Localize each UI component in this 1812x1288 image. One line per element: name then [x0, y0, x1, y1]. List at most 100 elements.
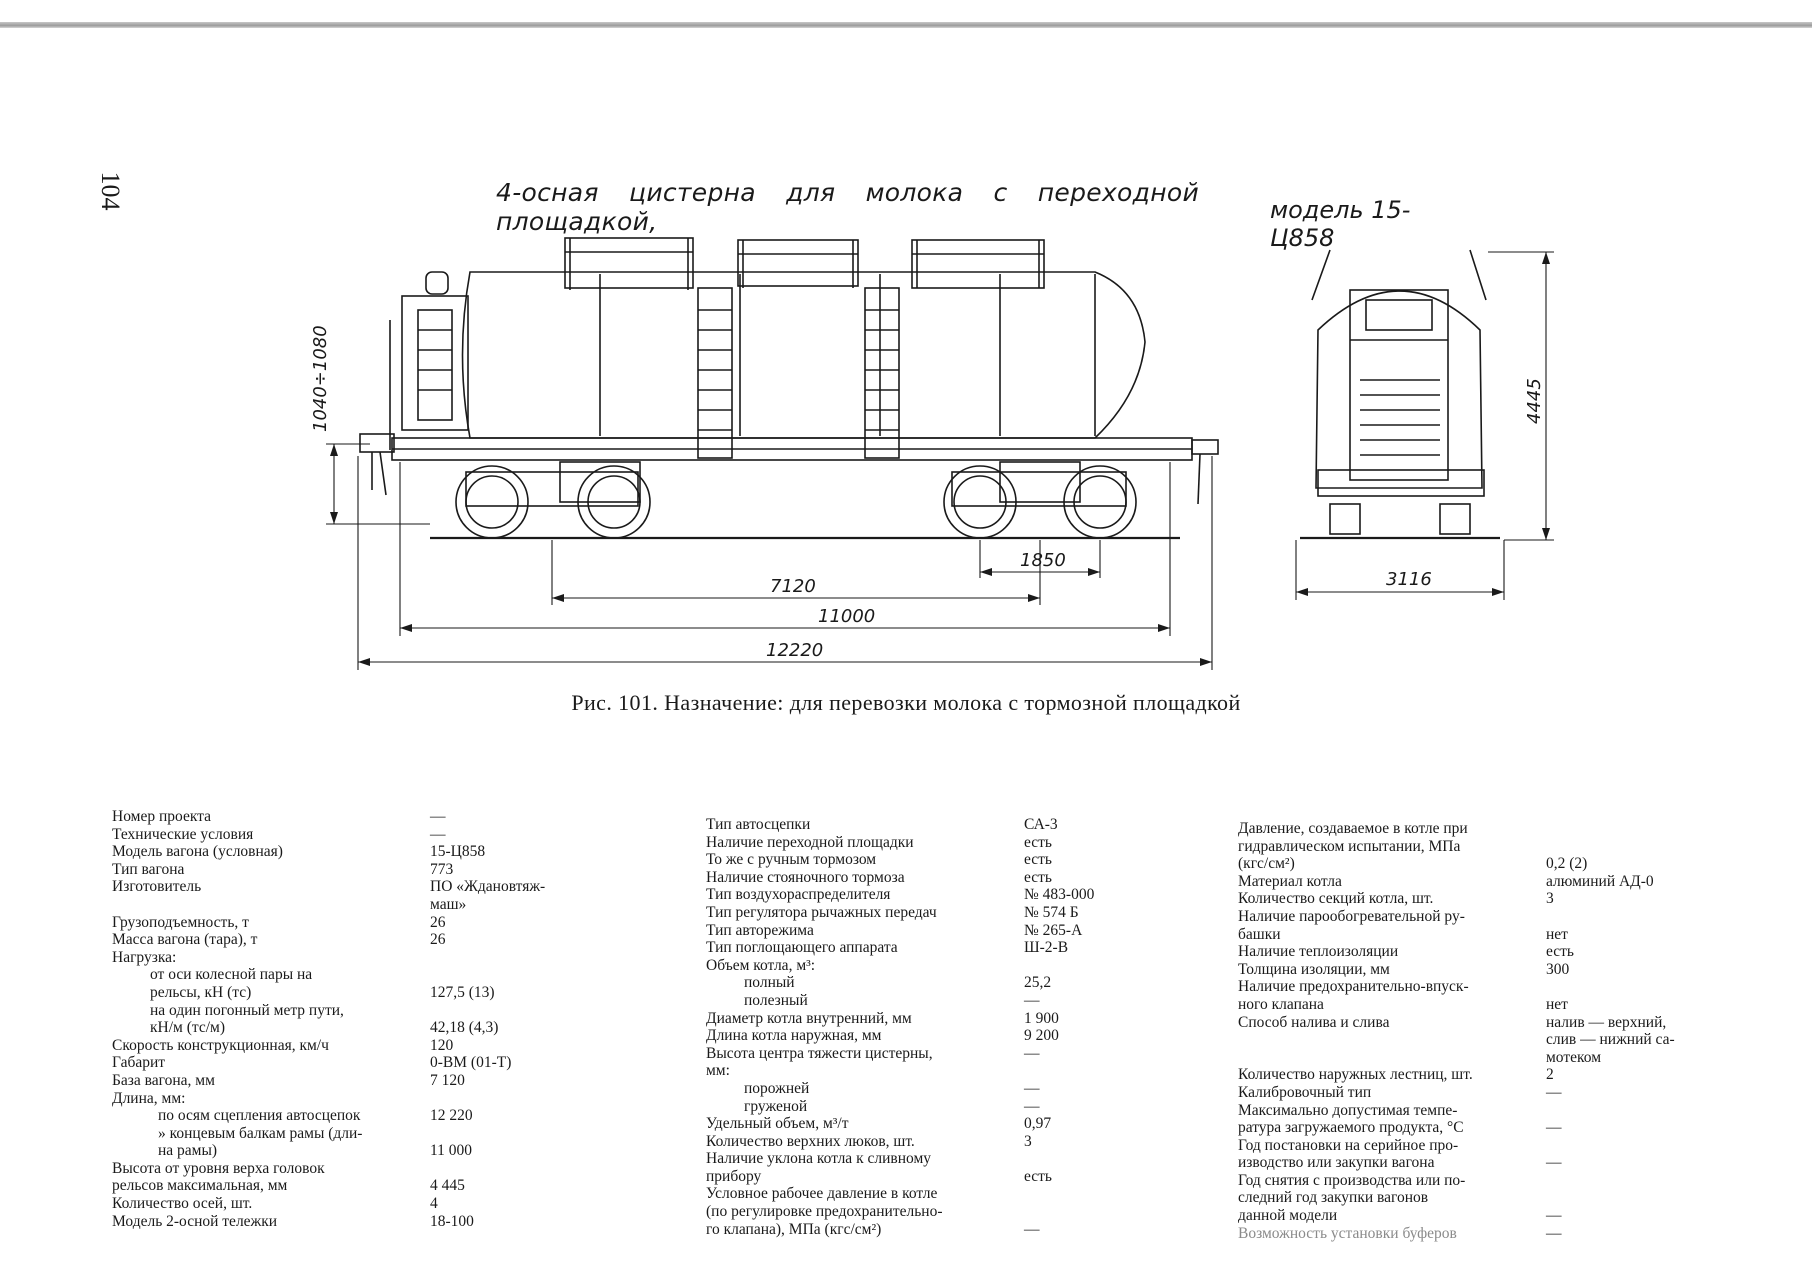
spec-row: го клапана), МПа (кгс/см²) —	[706, 1221, 1094, 1239]
spec-value: есть	[1024, 868, 1052, 886]
spec-label: Способ налива и слива	[1238, 1013, 1390, 1031]
spec-label: Толщина изоляции, мм	[1238, 960, 1390, 978]
spec-label: Модель вагона (условная)	[112, 843, 283, 861]
spec-value: Ш-2-В	[1024, 939, 1069, 957]
dimension-lines	[326, 251, 1554, 670]
spec-value: 26	[430, 931, 446, 949]
spec-label: Максимально допустимая темпе-	[1238, 1101, 1458, 1119]
spec-label: Количество осей, шт.	[112, 1195, 253, 1213]
spec-value: 4	[430, 1195, 438, 1213]
spec-label: данной модели	[1238, 1207, 1338, 1225]
spec-value: 2	[1546, 1066, 1554, 1084]
spec-row: Наличие парообогревательной ру-	[1238, 908, 1675, 926]
spec-value: 3	[1024, 1132, 1032, 1150]
spec-row: Объем котла, м³:	[706, 957, 1094, 975]
spec-label: Наличие стояночного тормоза	[706, 868, 905, 886]
spec-label: Наличие теплоизоляции	[1238, 943, 1399, 961]
spec-row: Количество секций котла, шт.3	[1238, 890, 1675, 908]
spec-row: Возможность установки буферов—	[1238, 1225, 1675, 1243]
spec-row: Количество верхних люков, шт. 3	[706, 1133, 1094, 1151]
spec-row: мотеком	[1238, 1049, 1675, 1067]
spec-label: Условное рабочее давление в котле	[706, 1185, 938, 1203]
spec-label: Тип поглощающего аппарата	[706, 939, 898, 957]
spec-value: 26	[430, 913, 446, 931]
spec-label: Калибровочный тип	[1238, 1083, 1372, 1101]
spec-value: —	[430, 825, 446, 843]
spec-value: 15-Ц858	[430, 843, 486, 861]
tank-body	[461, 271, 1146, 439]
underframe	[391, 437, 1193, 503]
spec-label: Тип вагона	[112, 860, 185, 878]
spec-label: Длина котла наружная, мм	[706, 1027, 882, 1045]
spec-value: 7 120	[430, 1071, 465, 1089]
spec-value: 11 000	[430, 1142, 473, 1160]
dim-coupler-length: 12220	[766, 640, 823, 661]
spec-label: Изготовитель	[112, 878, 202, 896]
spec-label: кН/м (тс/м)	[150, 1019, 225, 1037]
spec-value: —	[1546, 1154, 1562, 1172]
spec-row: Наличие уклона котла к сливному	[706, 1150, 1094, 1168]
dim-height: 4445	[1524, 378, 1545, 424]
spec-label: Номер проекта	[112, 808, 211, 825]
spec-value: 42,18 (4,3)	[430, 1019, 499, 1037]
spec-label: Наличие переходной площадки	[706, 833, 914, 851]
spec-value: 4 445	[430, 1177, 465, 1195]
spec-row: порожней—	[706, 1080, 1094, 1098]
spec-row: от оси колесной пары на	[112, 966, 545, 984]
spec-label: Давление, создаваемое в котле при	[1238, 820, 1468, 837]
spec-row: » концевым балкам рамы (дли-	[112, 1125, 545, 1143]
spec-label: Тип регулятора рычажных передач	[706, 903, 937, 921]
figure-caption: Рис. 101. Назначение: для перевозки моло…	[571, 690, 1241, 715]
spec-label: Тип автосцепки	[706, 816, 811, 833]
spec-row: Технические условия—	[112, 826, 545, 844]
spec-row: Давление, создаваемое в котле при	[1238, 820, 1675, 838]
drawing-model: модель 15-Ц858	[1270, 196, 1411, 252]
spec-value: 9 200	[1024, 1027, 1059, 1045]
spec-label: Высота центра тяжести цистерны,	[706, 1044, 933, 1062]
spec-row: Калибровочный тип—	[1238, 1084, 1675, 1102]
wheels	[455, 465, 1137, 539]
spec-label: рельсы, кН (тс)	[150, 983, 252, 1001]
spec-label: ного клапана	[1238, 995, 1324, 1013]
spec-row: гидравлическом испытании, МПа	[1238, 838, 1675, 856]
spec-value: 0,2 (2)	[1546, 855, 1588, 873]
spec-label: Количество наружных лестниц, шт.	[1238, 1066, 1473, 1084]
spec-row: Нагрузка:	[112, 949, 545, 967]
spec-label	[1238, 1049, 1546, 1067]
spec-value: —	[430, 808, 446, 825]
spec-label: го клапана), МПа (кгс/см²)	[706, 1220, 882, 1238]
spec-label: (по регулировке предохранительно-	[706, 1203, 943, 1221]
spec-row: маш»	[112, 896, 545, 914]
spec-row: на рамы)11 000	[112, 1142, 545, 1160]
tank-car-drawing: 1040÷1080 1850 7120 11000 12220 3116 444…	[310, 237, 1554, 670]
spec-row: (по регулировке предохранительно-	[706, 1203, 1094, 1221]
spec-row: Год постановки на серийное про-	[1238, 1137, 1675, 1155]
spec-label: Количество верхних люков, шт.	[706, 1132, 915, 1150]
spec-label: (кгс/см²)	[1238, 855, 1295, 873]
spec-label: Грузоподъемность, т	[112, 913, 249, 931]
spec-label: Наличие парообогревательной ру-	[1238, 907, 1465, 925]
dimension-arrows	[330, 252, 1550, 666]
spec-value: мотеком	[1546, 1048, 1602, 1066]
spec-value: алюминий АД-0	[1546, 872, 1654, 890]
spec-value: —	[1024, 1220, 1040, 1238]
dim-car-base: 7120	[770, 576, 816, 597]
spec-value: 0-ВМ (01-Т)	[430, 1054, 512, 1072]
spec-row: кН/м (тс/м) 42,18 (4,3)	[112, 1019, 545, 1037]
spec-label: Тип авторежима	[706, 921, 814, 939]
spec-row: рельсы, кН (тс)127,5 (13)	[112, 984, 545, 1002]
spec-value: —	[1024, 1044, 1040, 1062]
spec-value: слив — нижний са-	[1546, 1031, 1675, 1049]
spec-row: Высота центра тяжести цистерны, —	[706, 1045, 1094, 1063]
spec-label: груженой	[744, 1097, 808, 1115]
